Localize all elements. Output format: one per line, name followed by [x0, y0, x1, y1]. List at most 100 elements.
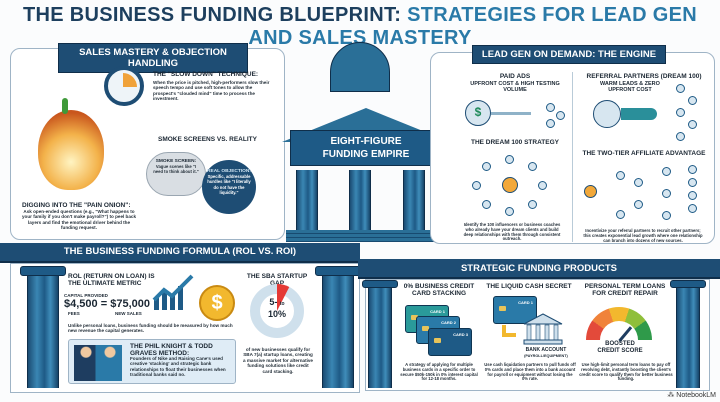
products-header: STRATEGIC FUNDING PRODUCTS [460, 263, 618, 274]
gauge-label-1: BOOSTED [605, 341, 635, 347]
handshake-icon [74, 345, 122, 381]
affiliate-person-icon [688, 165, 697, 174]
contact-person-icon [538, 181, 547, 190]
products-right-pillar [676, 288, 700, 388]
affiliate-person-icon [688, 178, 697, 187]
affiliate-person-icon [634, 178, 643, 187]
capital-label: CAPITAL PROVIDED [64, 293, 108, 298]
dome-icon [330, 42, 390, 92]
paid-ads-arrow [491, 112, 531, 115]
pillar-capital [670, 280, 706, 288]
referral-title: REFERRAL PARTNERS (DREAM 100) [586, 73, 702, 80]
affiliate-person-icon [688, 191, 697, 200]
lead-person-icon [688, 96, 697, 105]
term-title: PERSONAL TERM LOANS FOR CREDIT REPAIR [584, 283, 666, 297]
paid-ads-title: PAID ADS [499, 73, 531, 80]
empire-sign: EIGHT-FIGURE FUNDING EMPIRE [290, 130, 442, 166]
slow-down-body: When the price is pitched, high-performe… [153, 80, 270, 102]
contact-person-icon [482, 200, 491, 209]
right-pillar [322, 276, 354, 388]
affiliate-person-icon [616, 210, 625, 219]
affiliate-person-icon [616, 171, 625, 180]
sba-value-to: to [279, 301, 285, 307]
formula-header: THE BUSINESS FUNDING FORMULA (ROL VS. RO… [63, 246, 297, 257]
card-label: CARD 1 [430, 309, 445, 314]
lead-person-icon [556, 111, 565, 120]
affiliate-person-icon [634, 200, 643, 209]
contact-person-icon [482, 162, 491, 171]
empire-label-line2: FUNDING EMPIRE [322, 149, 410, 160]
rol-equation: $4,500 = $75,000 [64, 298, 150, 310]
two-tier-body: Incentivize your referral partners to re… [583, 228, 703, 243]
pillar-capital [315, 266, 361, 276]
knight-body: Founders of Nike and Raising Cane's used… [130, 356, 226, 378]
credit-card-icon: CARD 3 [428, 328, 472, 356]
fees-value: $4,500 [64, 298, 98, 310]
credit-card-icon: CARD 1 [493, 296, 537, 324]
affiliate-person-icon [688, 204, 697, 213]
sba-donut-slice [277, 284, 290, 311]
term-body: Use high-limit personal term loans to pa… [579, 362, 673, 382]
real-objection-bubble: REAL OBJECTION: Specific, addressable hu… [202, 160, 256, 214]
smoke-screen-title: SMOKE SCREEN: [155, 159, 197, 164]
rol-title: ROL (RETURN ON LOAN) IS THE ULTIMATE MET… [68, 273, 155, 287]
stacking-body: A strategy of applying for multiple busi… [400, 362, 478, 382]
referral-flow [621, 108, 657, 120]
new-sales-label: NEW SALES [115, 311, 142, 316]
slow-down-title: THE "SLOW DOWN" TECHNIQUE: [153, 71, 259, 78]
dollar-coin-icon: $ [199, 285, 235, 321]
real-objection-body: Specific, addressable hurdles like "I li… [207, 174, 251, 196]
lead-gen-header: LEAD GEN ON DEMAND: THE ENGINE [472, 45, 666, 64]
partners-icon [593, 100, 621, 128]
sba-donut-chart [250, 284, 304, 338]
paid-ads-sub: UPFRONT COST & HIGH TESTING VOLUME [470, 81, 560, 93]
sba-title: THE SBA STARTUP GAP [246, 273, 308, 287]
pillar-capital [20, 266, 66, 276]
bank-icon [523, 313, 563, 345]
pain-onion-title: DIGGING INTO THE "PAIN ONION": [22, 202, 131, 209]
money-bag-icon: $ [465, 100, 491, 126]
stacking-title: 0% BUSINESS CREDIT CARD STACKING [403, 283, 475, 297]
page-title: THE BUSINESS FUNDING BLUEPRINT: STRATEGI… [0, 4, 720, 50]
card-label: CARD 3 [453, 332, 468, 337]
knight-title: THE PHIL KNIGHT & TODD GRAVES METHOD: [130, 343, 213, 357]
affiliate-root-icon [584, 185, 597, 198]
notebooklm-watermark: ⁂ NotebookLM [667, 392, 716, 399]
referral-sub: WARM LEADS & ZERO UPFRONT COST [600, 81, 660, 93]
footer-brand: NotebookLM [676, 392, 716, 399]
bank-label: BANK ACCOUNT [525, 347, 567, 353]
liquid-body: Use cash liquidation partners to pull fu… [484, 362, 576, 382]
center-person-icon [502, 177, 518, 193]
affiliate-person-icon [662, 211, 671, 220]
products-left-pillar [368, 288, 392, 388]
lead-person-icon [688, 120, 697, 129]
title-accent: STRATEGIES FOR LEAD GEN AND SALES MASTER… [248, 4, 697, 49]
empire-label-line1: EIGHT-FIGURE [330, 136, 402, 147]
sales-header: SALES MASTERY & OBJECTION HANDLING [58, 43, 248, 73]
fees-label: FEES [68, 311, 80, 316]
products-banner [358, 259, 720, 279]
center-pillar-middle [349, 170, 371, 232]
bank-sub: (PAYROLL/EQUIPMENT) [524, 354, 568, 358]
pain-onion-body: Ask open-ended questions (e.g., "What ha… [21, 209, 137, 231]
contact-person-icon [528, 162, 537, 171]
lead-gen-divider [572, 72, 573, 242]
center-pillar-left [296, 170, 318, 232]
two-tier-title: THE TWO-TIER AFFILIATE ADVANTAGE [582, 150, 706, 157]
smoke-screen-cloud: SMOKE SCREEN: Vague scenes like "I need … [146, 152, 206, 196]
liquid-title: THE LIQUID CASH SECRET [486, 283, 572, 290]
pillar-capital [362, 280, 398, 288]
stopwatch-icon [104, 66, 144, 106]
sba-value-low: 5- [269, 297, 278, 307]
affiliate-person-icon [662, 167, 671, 176]
gauge-label-2: CREDIT SCORE [597, 348, 643, 354]
dream100-title: THE DREAM 100 STRATEGY [470, 139, 559, 146]
contact-person-icon [472, 181, 481, 190]
sba-body: of new businesses qualify for SBA 7(a) s… [243, 347, 313, 374]
formula-banner [0, 243, 360, 263]
contact-person-icon [505, 155, 514, 164]
onion-icon [38, 110, 104, 190]
lead-person-icon [676, 108, 685, 117]
onion-sprout-icon [62, 98, 68, 114]
smoke-title: SMOKE SCREENS VS. REALITY [158, 136, 257, 143]
